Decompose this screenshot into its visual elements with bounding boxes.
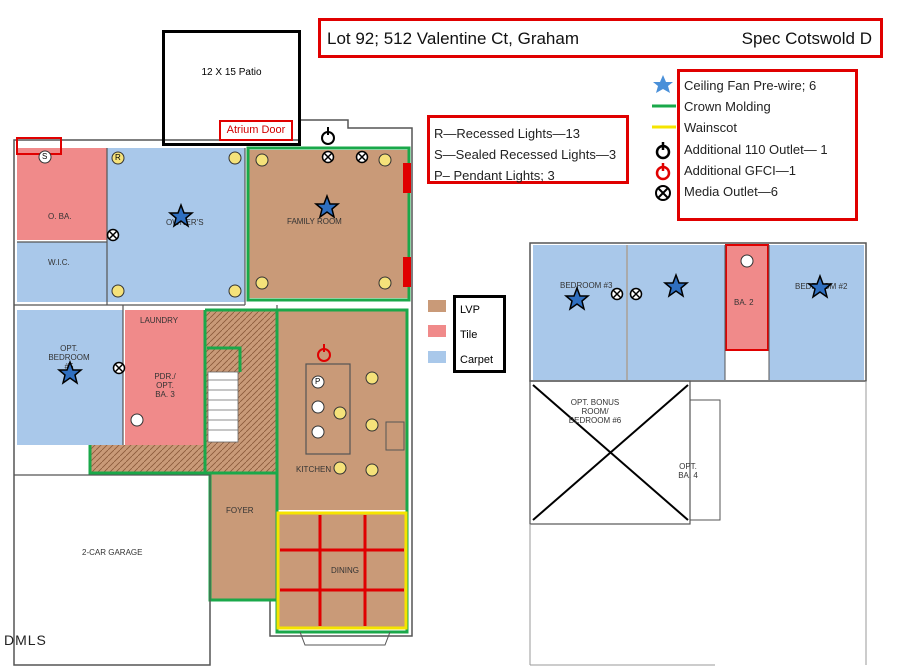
room-ba4: OPT. BA. 4 — [678, 462, 698, 480]
lvp-swatch — [428, 300, 446, 312]
wainscot-dining — [276, 511, 408, 630]
recessed-markers — [38, 150, 754, 477]
dining-tray-grid — [280, 515, 404, 626]
lights-legend-recessed: R—Recessed Lights—13 — [434, 126, 580, 141]
watermark: DMLS — [4, 632, 47, 648]
legend-crown-molding: Crown Molding — [684, 99, 771, 114]
media-outlet-icon — [321, 150, 335, 164]
room-kitchen: KITCHEN — [296, 465, 332, 474]
media-outlet-icon — [355, 150, 369, 164]
media-outlet-icon — [112, 361, 126, 375]
bonus-cross-2 — [532, 384, 689, 521]
bedroom3-floor — [533, 245, 626, 380]
wic-floor — [17, 242, 107, 302]
star-icon — [662, 272, 690, 298]
room-wic: W.I.C. — [48, 258, 70, 267]
patio-label: 12 X 15 Patio — [201, 67, 262, 78]
legend-media: Media Outlet—6 — [684, 184, 778, 199]
star-icon — [56, 359, 84, 385]
room-foyer: FOYER — [226, 506, 254, 515]
plan-name: Spec Cotswold D — [741, 29, 872, 48]
room-o-ba: O. BA. — [48, 212, 72, 221]
star-icon — [313, 193, 341, 219]
header-box: Lot 92; 512 Valentine Ct, Graham Spec Co… — [318, 18, 883, 58]
room-ba2: BA. 2 — [734, 298, 754, 307]
legend-tile: Tile — [460, 329, 478, 341]
patio-box: 12 X 15 Patio — [162, 30, 301, 146]
stairs — [207, 371, 239, 443]
lot-address: Lot 92; 512 Valentine Ct, Graham — [327, 29, 580, 48]
outlet-110 — [321, 127, 335, 145]
carpet-swatch — [428, 351, 446, 363]
dining-bay — [299, 631, 391, 646]
tile-swatch — [428, 325, 446, 337]
legend-lvp: LVP — [460, 304, 480, 316]
ba4-outline — [689, 399, 721, 521]
legend-outlet: Additional 110 Outlet— 1 — [684, 142, 828, 157]
star-icon — [653, 75, 673, 93]
room-laundry: LAUNDRY — [140, 316, 179, 325]
gfci-icon — [655, 163, 671, 181]
room-garage: 2-CAR GARAGE — [82, 548, 143, 557]
foyer-floor — [210, 473, 277, 601]
media-outlet-icon — [655, 185, 671, 201]
sealed-light-highlight — [16, 137, 62, 155]
legend-wainscot: Wainscot — [684, 120, 737, 135]
legend-ceiling-fan: Ceiling Fan Pre-wire; 6 — [684, 78, 817, 93]
pendant-marker: P — [315, 377, 321, 386]
features-legend-icons — [652, 75, 676, 201]
star-icon — [563, 285, 591, 311]
star-icon — [806, 273, 834, 299]
ba2-border — [725, 244, 769, 351]
features-legend: Ceiling Fan Pre-wire; 6 Crown Molding Wa… — [677, 69, 858, 221]
garage-outline — [13, 474, 211, 666]
upper-lower-lines — [529, 381, 867, 665]
lights-legend: R—Recessed Lights—13 S—Sealed Recessed L… — [427, 115, 629, 184]
media-outlet-icon — [629, 287, 643, 301]
room-dining: DINING — [331, 566, 359, 575]
bedroom2-floor — [769, 245, 864, 380]
media-outlet-icon — [106, 228, 120, 242]
loft-floor — [628, 245, 725, 380]
cooktop — [385, 421, 405, 451]
family-window-red-2 — [403, 257, 411, 287]
gfci-outlet — [317, 344, 331, 362]
star-icon — [167, 202, 195, 228]
room-bonus: OPT. BONUS ROOM/ BEDROOM #6 — [568, 398, 622, 425]
family-room-floor — [248, 150, 409, 298]
ceiling-fan-markers — [56, 193, 834, 385]
hall-floor-lower — [90, 445, 277, 473]
legend-gfci: Additional GFCI—1 — [684, 163, 796, 178]
sealed-marker: S — [42, 152, 48, 161]
media-outlets — [106, 150, 643, 375]
media-outlet-icon — [610, 287, 624, 301]
upper-walls — [626, 245, 770, 380]
room-bedroom3: BEDROOM #3 — [560, 281, 613, 290]
recessed-marker: R — [115, 153, 121, 162]
room-pdr: PDR./ OPT. BA. 3 — [154, 372, 176, 399]
upper-floor-outline — [529, 242, 867, 382]
legend-carpet: Carpet — [460, 354, 494, 366]
lights-legend-pendant: P– Pendant Lights; 3 — [434, 168, 555, 183]
room-family: FAMILY ROOM — [287, 217, 342, 226]
lights-legend-sealed: S—Sealed Recessed Lights—3 — [434, 147, 617, 162]
atrium-door-label: Atrium Door — [219, 120, 293, 141]
materials-legend: LVP Tile Carpet — [453, 295, 506, 373]
family-window-red — [403, 163, 411, 193]
dining-floor — [277, 513, 407, 628]
outlet-icon — [655, 142, 671, 160]
o-ba-floor — [17, 148, 107, 240]
